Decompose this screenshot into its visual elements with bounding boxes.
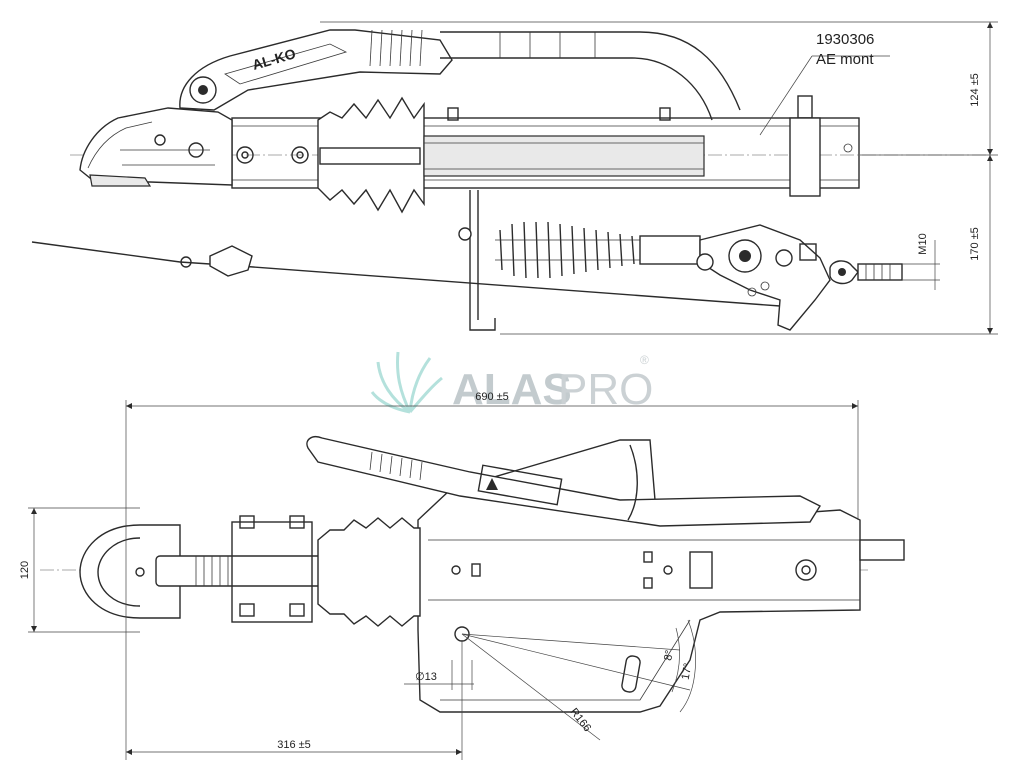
- dim-690: 690 ±5: [475, 391, 509, 403]
- dim-13: ∅13: [415, 671, 437, 683]
- side-dimensions: [320, 21, 998, 335]
- cable-clamp: [209, 245, 253, 277]
- dim-316: 316 ±5: [277, 739, 311, 751]
- rear-post: [789, 117, 821, 197]
- part-leader: [759, 55, 813, 136]
- dim-124: 124 ±5: [969, 73, 981, 107]
- coupling-head: [79, 107, 233, 186]
- threaded-end: [857, 263, 903, 281]
- dim-170: 170 ±5: [969, 227, 981, 261]
- dim-8deg: 8°: [662, 649, 676, 661]
- part-number: 1930306: [816, 31, 874, 48]
- top-view: 690 ±5 120 ∅13 316 ±5 R166 8° 17°: [19, 391, 905, 760]
- watermark-registered: ®: [640, 353, 649, 367]
- watermark-bold: ALAS: [452, 365, 572, 414]
- grip-ribs: [369, 29, 423, 67]
- top-mount-plate: [231, 521, 313, 623]
- part-subtitle: AE mont: [816, 51, 874, 68]
- chassis-frame: [417, 439, 861, 713]
- handbrake-lever: [179, 29, 453, 111]
- top-grip-ribs: [369, 451, 423, 481]
- lower-bracket: [469, 190, 496, 331]
- top-dimensions: [28, 400, 859, 760]
- damper-cylinder: [423, 135, 705, 177]
- dim-17deg: 17°: [680, 662, 695, 680]
- damper-rod: [319, 147, 421, 165]
- watermark-logo-icon: [370, 351, 443, 414]
- brake-linkage: [699, 224, 831, 331]
- lever-bar: [440, 31, 741, 111]
- warning-label-icon: [477, 464, 563, 506]
- dim-m10: M10: [917, 233, 929, 254]
- top-coupling-head: [79, 524, 181, 619]
- lever-arc: [627, 444, 638, 521]
- bellows-top: [317, 517, 421, 627]
- watermark-light: PRO: [558, 365, 653, 414]
- top-bolts: [447, 95, 813, 121]
- side-view: AL-KO: [31, 21, 998, 335]
- coil-lines: [195, 556, 229, 586]
- dim-120: 120: [19, 561, 31, 579]
- top-handbrake-lever: [306, 436, 822, 527]
- top-threaded-end: [859, 539, 905, 561]
- watermark: ALAS PRO ®: [370, 351, 653, 414]
- return-spring: [495, 221, 701, 279]
